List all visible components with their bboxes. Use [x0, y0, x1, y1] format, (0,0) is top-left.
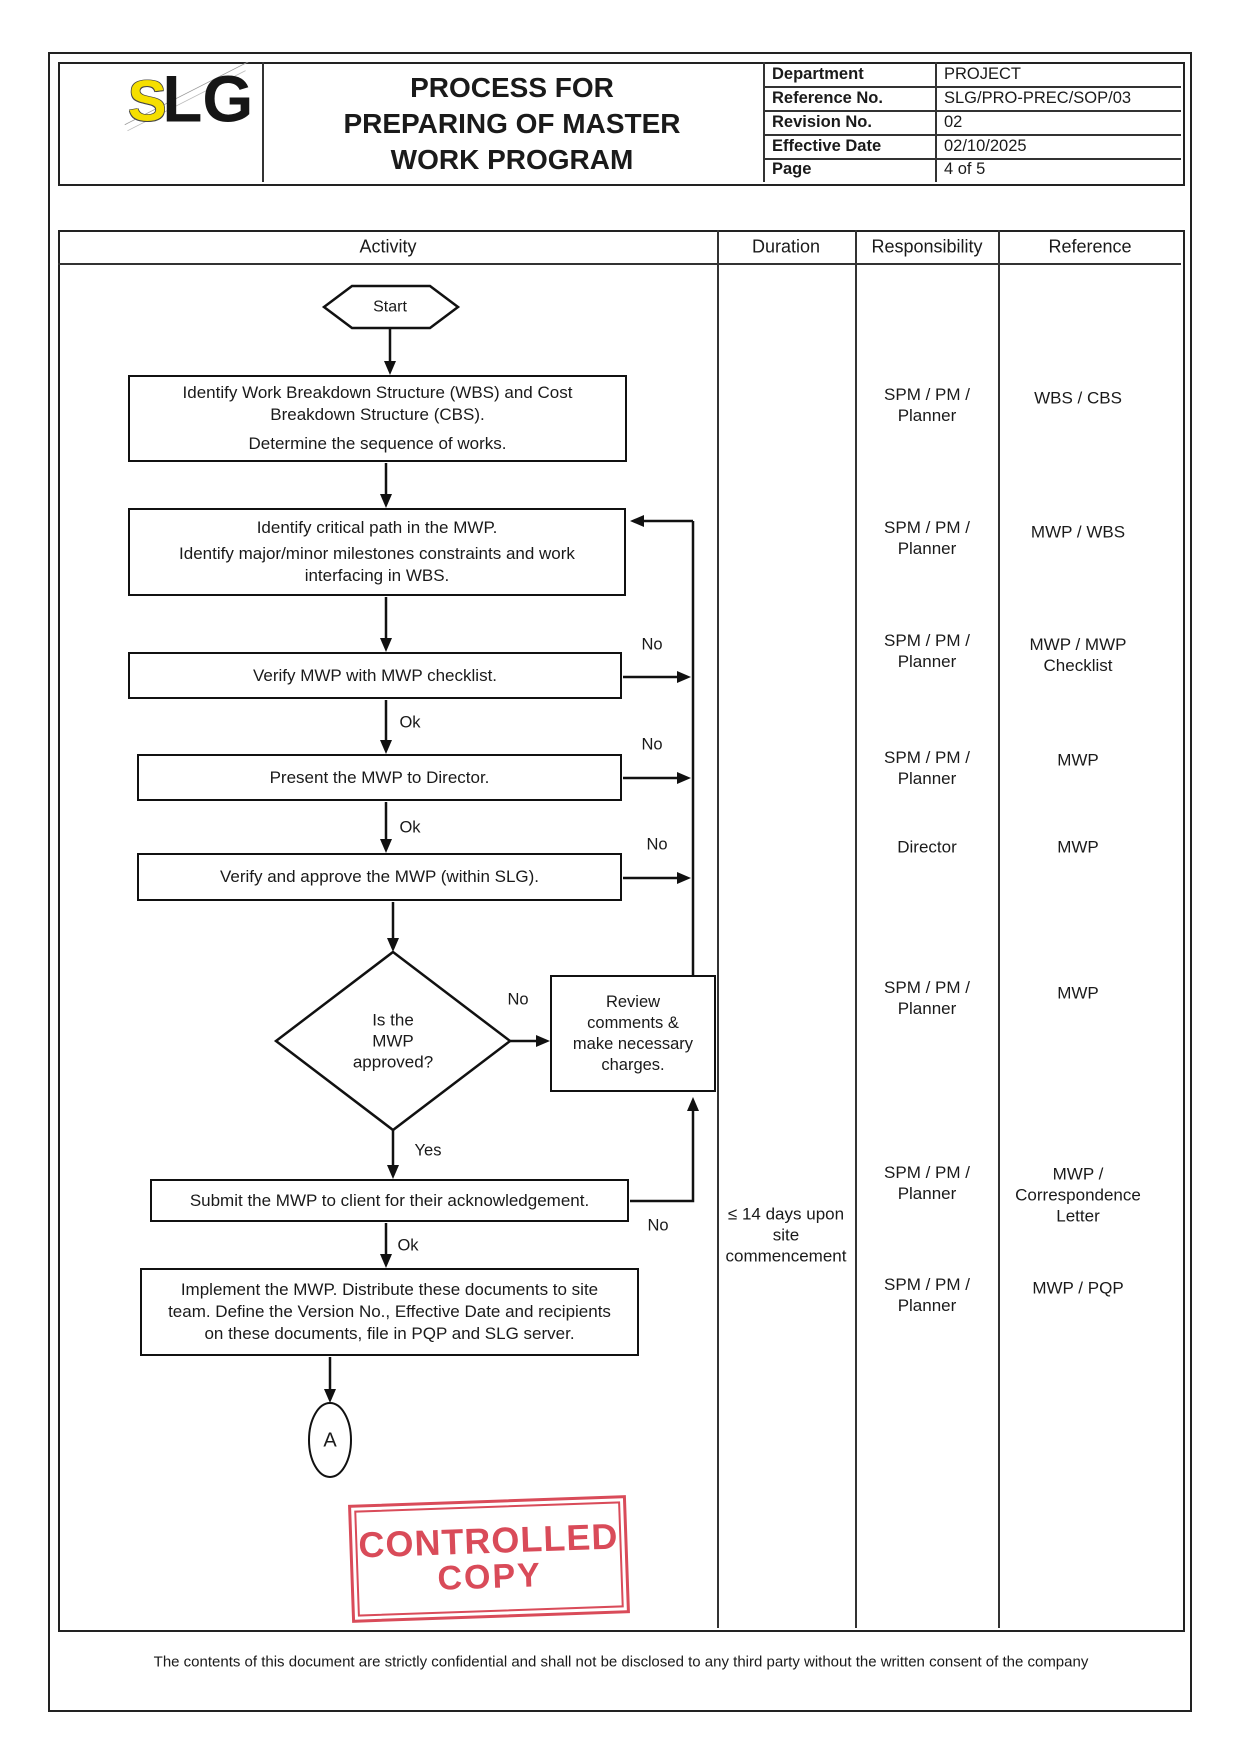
process-box-critical-path-text1: Identify critical path in the MWP.: [256, 518, 498, 537]
responsibility-row-8: SPM / PM / Planner: [884, 1275, 970, 1315]
column-header-duration: Duration: [751, 236, 821, 257]
reference-row-4: MWP: [1057, 750, 1099, 770]
meta-value-revision: 02: [944, 113, 963, 131]
start-label: Start: [373, 298, 407, 316]
decision-diamond-label: Is the MWP approved?: [352, 1010, 434, 1072]
meta-label-department: Department: [772, 65, 864, 83]
header-divider-title: [763, 62, 765, 182]
yes-label: Yes: [414, 1141, 442, 1160]
page-border: [48, 52, 1192, 1712]
process-box-submit-client-text: Submit the MWP to client for their ackno…: [189, 1190, 590, 1210]
process-box-critical-path: Identify critical path in the MWP. Ident…: [128, 508, 626, 596]
process-box-present-director-text: Present the MWP to Director.: [269, 767, 490, 787]
responsibility-row-6: SPM / PM / Planner: [884, 978, 970, 1018]
column-header-responsibility: Responsibility: [871, 236, 983, 257]
column-header-reference: Reference: [1048, 236, 1132, 257]
stamp-line-2: COPY: [436, 1556, 543, 1598]
no-label-director: No: [641, 735, 663, 754]
meta-row-line-3: [763, 134, 1181, 136]
activity-table: [58, 230, 1185, 1632]
duration-row-7: ≤ 14 days upon site commencement: [725, 1204, 847, 1266]
reference-row-1: WBS / CBS: [1034, 388, 1122, 408]
meta-row-line-4: [763, 158, 1181, 160]
no-label-checklist: No: [641, 635, 663, 654]
controlled-copy-stamp-inner: CONTROLLED COPY: [354, 1501, 624, 1617]
meta-value-reference: SLG/PRO-PREC/SOP/03: [944, 89, 1132, 107]
company-logo: S LG CONSTRUCTION: [58, 62, 262, 182]
ok-label-2: Ok: [399, 818, 421, 837]
responsibility-row-2: SPM / PM / Planner: [884, 518, 970, 558]
process-box-verify-checklist-text: Verify MWP with MWP checklist.: [252, 665, 498, 685]
ok-label-1: Ok: [399, 713, 421, 732]
process-box-verify-checklist: Verify MWP with MWP checklist.: [128, 652, 622, 699]
table-header-underline: [58, 263, 1181, 265]
ok-label-3: Ok: [397, 1236, 419, 1255]
meta-label-reference: Reference No.: [772, 89, 883, 107]
header-divider-logo: [262, 62, 264, 182]
no-label-approve: No: [646, 835, 668, 854]
meta-label-page: Page: [772, 160, 812, 178]
process-box-review-comments-text: Review comments & make necessary charges…: [572, 992, 694, 1074]
process-box-submit-client: Submit the MWP to client for their ackno…: [150, 1179, 629, 1222]
connector-a-label: A: [323, 1429, 337, 1452]
header-divider-meta: [935, 62, 937, 182]
no-label-submit: No: [647, 1216, 669, 1235]
process-box-verify-approve: Verify and approve the MWP (within SLG).: [137, 853, 622, 901]
meta-row-line-2: [763, 110, 1181, 112]
responsibility-row-4: SPM / PM / Planner: [884, 748, 970, 788]
responsibility-row-1: SPM / PM / Planner: [884, 385, 970, 425]
process-box-implement-mwp: Implement the MWP. Distribute these docu…: [140, 1268, 639, 1356]
no-label-decision: No: [507, 990, 529, 1009]
process-box-identify-wbs-text2: Determine the sequence of works.: [248, 434, 507, 453]
column-header-activity: Activity: [359, 236, 417, 257]
meta-row-line-1: [763, 86, 1181, 88]
process-box-review-comments: Review comments & make necessary charges…: [550, 975, 716, 1092]
document-title: PROCESS FOR PREPARING OF MASTER WORK PRO…: [343, 72, 681, 175]
responsibility-row-3: SPM / PM / Planner: [884, 631, 970, 671]
column-divider-duration: [717, 230, 719, 1628]
logo-mark-icon: S LG: [124, 62, 253, 135]
reference-row-8: MWP / PQP: [1032, 1278, 1124, 1298]
controlled-copy-stamp: CONTROLLED COPY: [348, 1495, 630, 1623]
confidentiality-footer: The contents of this document are strict…: [153, 1653, 1089, 1671]
responsibility-row-7: SPM / PM / Planner: [884, 1163, 970, 1203]
meta-value-department: PROJECT: [944, 65, 1022, 83]
reference-row-3: MWP / MWP Checklist: [1029, 635, 1127, 675]
reference-row-6: MWP: [1057, 983, 1099, 1003]
process-box-identify-wbs: Identify Work Breakdown Structure (WBS) …: [128, 375, 627, 462]
header-table: [58, 62, 1185, 186]
reference-row-7: MWP / Correspondence Letter: [1015, 1164, 1141, 1226]
meta-label-revision: Revision No.: [772, 113, 872, 131]
process-box-identify-wbs-text1: Identify Work Breakdown Structure (WBS) …: [182, 383, 573, 424]
meta-value-effective-date: 02/10/2025: [944, 137, 1027, 155]
column-divider-reference: [998, 230, 1000, 1628]
process-box-critical-path-text2: Identify major/minor milestones constrai…: [179, 544, 575, 585]
process-box-implement-mwp-text: Implement the MWP. Distribute these docu…: [168, 1280, 611, 1343]
process-box-present-director: Present the MWP to Director.: [137, 754, 622, 801]
meta-value-page: 4 of 5: [944, 160, 986, 178]
responsibility-row-5: Director: [897, 837, 957, 857]
reference-row-2: MWP / WBS: [1030, 522, 1126, 542]
meta-label-effective-date: Effective Date: [772, 137, 882, 155]
column-divider-responsibility: [855, 230, 857, 1628]
process-box-verify-approve-text: Verify and approve the MWP (within SLG).: [219, 867, 540, 886]
logo-letters-lg: LG: [162, 62, 254, 136]
reference-row-5: MWP: [1057, 837, 1099, 857]
logo-letter-s: S: [128, 68, 167, 134]
